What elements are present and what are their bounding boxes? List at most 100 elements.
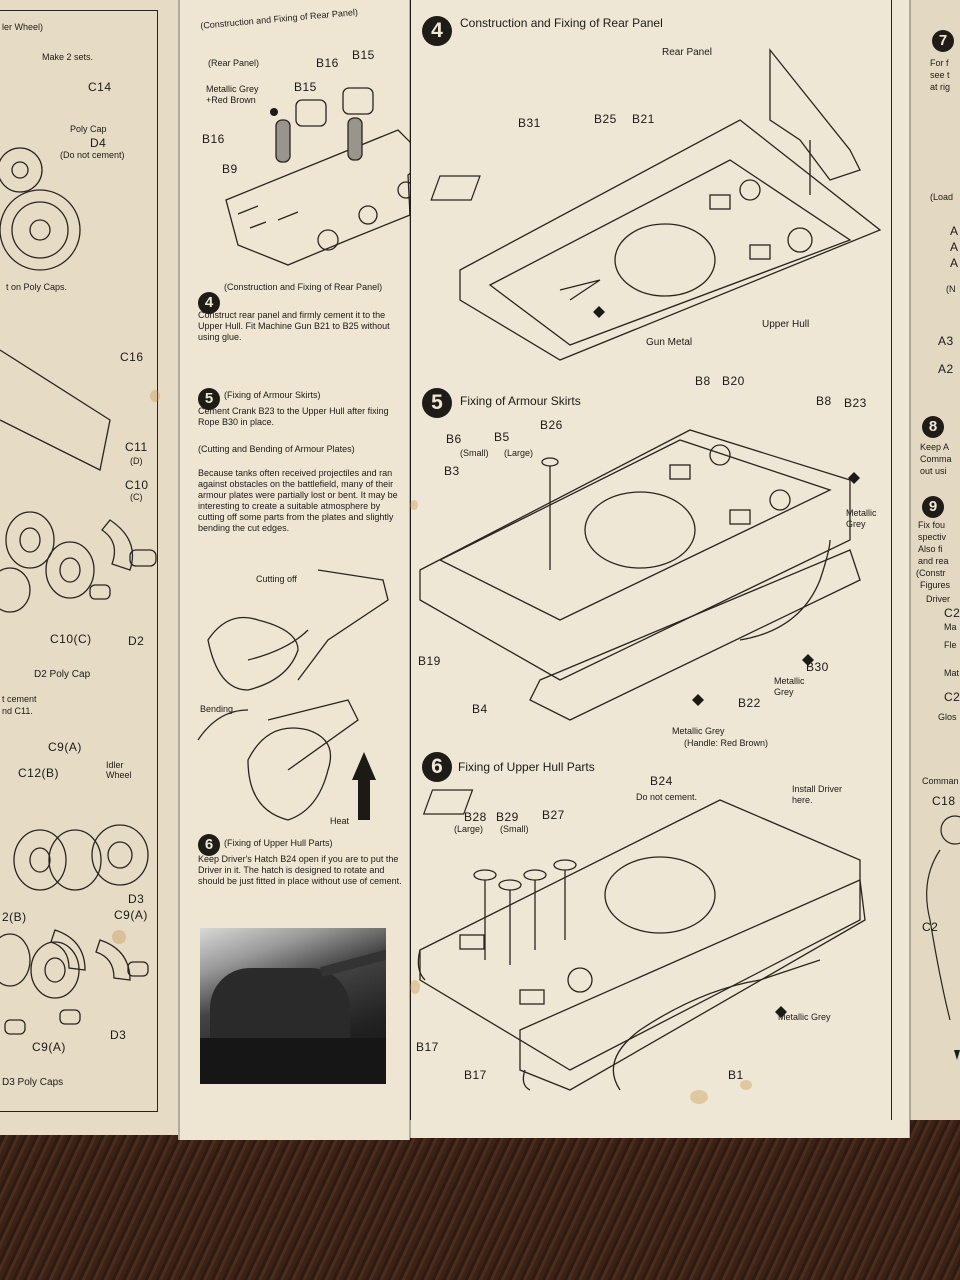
left-label: (D) <box>130 456 143 466</box>
far-right-text: For f <box>930 58 949 68</box>
far-right-text: Fix fou <box>918 520 946 530</box>
step6-label: B28 <box>464 810 487 824</box>
left-label: D3 Poly Caps <box>2 1077 64 1088</box>
step4-label: B31 <box>518 116 541 130</box>
step6-body: Keep Driver's Hatch B24 open if you are … <box>198 854 402 886</box>
paint-note: Metallic Grey +Red Brown <box>206 84 259 105</box>
step6-title: (Fixing of Upper Hull Parts) <box>224 838 333 848</box>
far-right-text: Fle <box>944 640 957 650</box>
part-label: B16 <box>316 56 339 70</box>
far-right-text: (Load <box>930 192 954 202</box>
step6-label: B17 <box>464 1068 487 1082</box>
far-right-text: spectiv <box>918 532 947 542</box>
step8-number: 8 <box>922 416 944 438</box>
far-right-text: A3 <box>938 334 954 348</box>
left-label: D2 Poly Cap <box>34 669 91 680</box>
step5-label: B30 <box>806 660 829 674</box>
step6-number: 6 <box>198 834 220 856</box>
step5-label: B8 <box>695 374 711 388</box>
step5-label: (Large) <box>504 448 534 458</box>
step5-label: Metallic Grey <box>846 508 877 529</box>
left-label: C9(A) <box>32 1040 66 1054</box>
far-right-text: A <box>950 224 959 238</box>
cutting-label: Cutting off <box>256 574 297 584</box>
stain <box>150 390 160 402</box>
step5-number-big: 5 <box>422 388 452 418</box>
step4-label: Upper Hull <box>762 319 810 330</box>
figure-drawing <box>926 815 960 1060</box>
stain <box>410 500 418 510</box>
left-label: 2(B) <box>2 910 27 924</box>
step6-label: B27 <box>542 808 565 822</box>
step5-label: Metallic Grey <box>672 726 725 736</box>
step5-label: (Small) <box>460 448 489 458</box>
stain <box>690 1090 708 1104</box>
step6-label: B17 <box>416 1040 439 1054</box>
stain <box>410 980 420 994</box>
far-right-text: (Constr <box>916 568 946 578</box>
far-right-text: C2 <box>922 920 939 934</box>
left-label: D3 <box>128 892 145 906</box>
bending-label: Bending <box>200 704 234 714</box>
left-label: Idler <box>106 760 124 770</box>
far-right-text: (N <box>946 284 956 294</box>
left-label: C14 <box>88 80 112 94</box>
left-label: C12(B) <box>18 766 60 780</box>
step5-label: B22 <box>738 696 761 710</box>
far-right-text: Glos <box>938 712 957 722</box>
step9-number: 9 <box>922 496 944 518</box>
far-right-text: Ma <box>944 622 957 632</box>
tank-photo <box>200 928 386 1084</box>
far-right-text: at rig <box>930 82 951 92</box>
step5-label: B20 <box>722 374 745 388</box>
far-right-text: Keep A <box>920 442 950 452</box>
far-right-text: A <box>950 240 959 254</box>
step6-label: Metallic Grey <box>778 1012 831 1022</box>
hands-drawing <box>197 569 389 821</box>
far-right-text: C18 <box>932 794 956 808</box>
step5-label: B8 <box>816 394 832 408</box>
step5-label: B5 <box>494 430 510 444</box>
right-frame <box>410 0 892 1120</box>
step6-label: B1 <box>728 1068 744 1082</box>
step7-number: 7 <box>932 30 954 52</box>
left-label: D2 <box>128 634 145 648</box>
far-right-text: Comman <box>922 776 959 786</box>
part-label: B15 <box>352 48 375 62</box>
step5-label: B23 <box>844 396 867 410</box>
far-right-text: C2 <box>944 606 960 620</box>
step6-label: B29 <box>496 810 519 824</box>
part-label: B9 <box>222 162 238 176</box>
far-right-text: Mat <box>944 668 960 678</box>
fold-line <box>409 0 411 1140</box>
far-right-text: Driver <box>926 594 950 604</box>
left-label: ler Wheel) <box>2 22 44 32</box>
left-label: C11 <box>125 440 148 454</box>
left-label: C9(A) <box>48 740 82 754</box>
far-right-text: and rea <box>918 556 949 566</box>
left-panel: ler Wheel) Make 2 sets. C14 Poly Cap D4 … <box>0 0 178 1135</box>
step5-label: B19 <box>418 654 441 668</box>
left-label: t cement <box>2 694 37 704</box>
left-label: Poly Cap <box>70 124 107 134</box>
step5-label: B3 <box>444 464 460 478</box>
step5-heading: Fixing of Armour Skirts <box>460 394 581 408</box>
fold-line <box>909 0 911 1140</box>
fold-line <box>178 0 180 1140</box>
step6-number-big: 6 <box>422 752 452 782</box>
step6-label: (Small) <box>500 824 529 834</box>
far-right-text: Comma <box>920 454 952 464</box>
far-right-text: Also fi <box>918 544 943 554</box>
step4-number-big: 4 <box>422 16 452 46</box>
part-label: B15 <box>294 80 317 94</box>
step4-label: Rear Panel <box>662 47 713 58</box>
far-right-text: out usi <box>920 466 947 476</box>
far-right-text: see t <box>930 70 950 80</box>
step5-subtitle: (Cutting and Bending of Armour Plates) <box>198 444 355 454</box>
left-label: t on Poly Caps. <box>6 282 68 292</box>
far-right-text: A <box>950 256 959 270</box>
left-label: C16 <box>120 350 144 364</box>
stain <box>740 1080 752 1090</box>
step6-label: B24 <box>650 774 673 788</box>
step6-label: (Large) <box>454 824 484 834</box>
